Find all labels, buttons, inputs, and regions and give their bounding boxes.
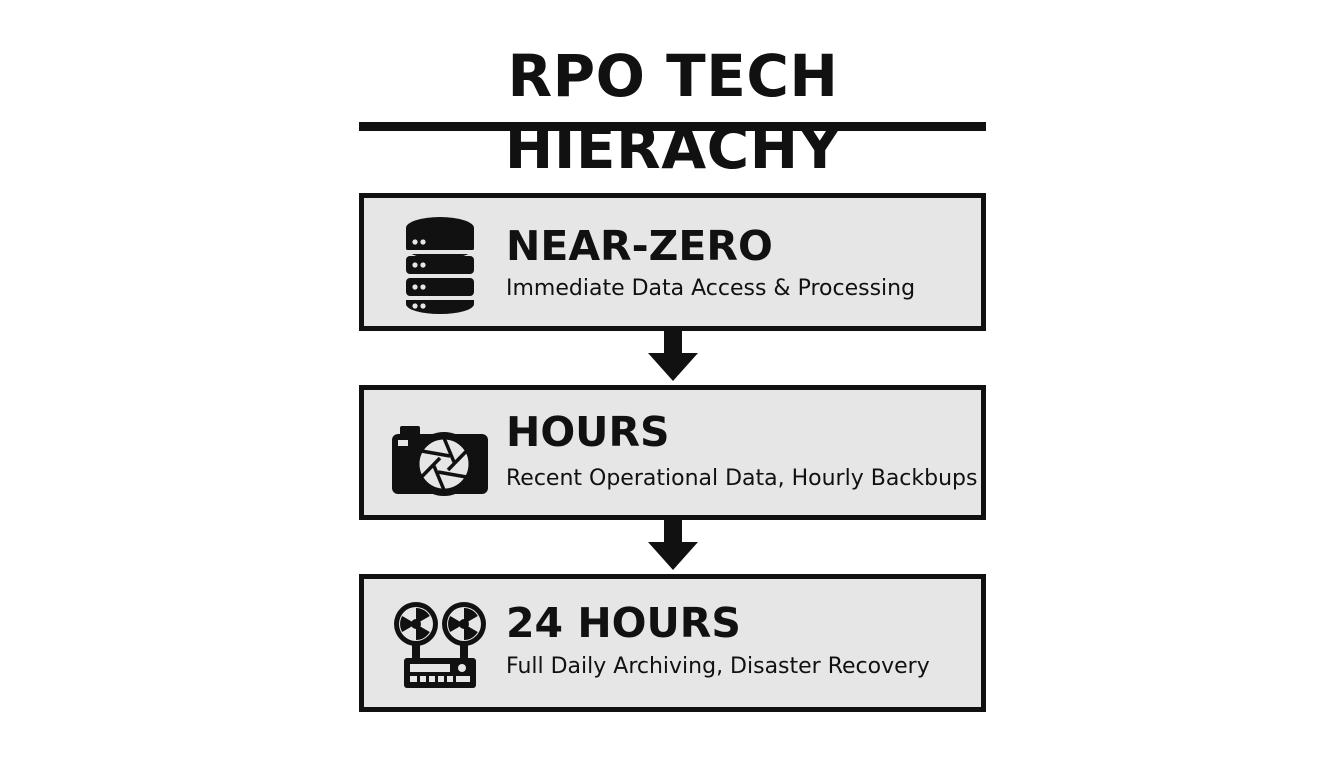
tier-heading: 24 HOURS bbox=[506, 599, 741, 647]
tier-heading: HOURS bbox=[506, 408, 670, 456]
title-underline bbox=[359, 122, 986, 131]
tier-description: Recent Operational Data, Hourly Backbups bbox=[506, 466, 978, 491]
tier-24-hours: 24 HOURS Full Daily Archiving, Disaster … bbox=[359, 574, 986, 712]
database-server-icon bbox=[403, 217, 477, 314]
camera-snapshot-icon bbox=[392, 426, 488, 496]
tier-hours: HOURS Recent Operational Data, Hourly Ba… bbox=[359, 385, 986, 520]
tier-description: Full Daily Archiving, Disaster Recovery bbox=[506, 654, 930, 679]
tape-reel-icon bbox=[394, 602, 486, 688]
page-title: RPO TECH HIERACHY bbox=[504, 42, 842, 182]
tier-near-zero: NEAR-ZERO Immediate Data Access & Proces… bbox=[359, 193, 986, 331]
tier-heading: NEAR-ZERO bbox=[506, 222, 773, 270]
down-arrow-icon bbox=[648, 518, 698, 570]
tier-description: Immediate Data Access & Processing bbox=[506, 276, 916, 301]
down-arrow-icon bbox=[648, 329, 698, 381]
